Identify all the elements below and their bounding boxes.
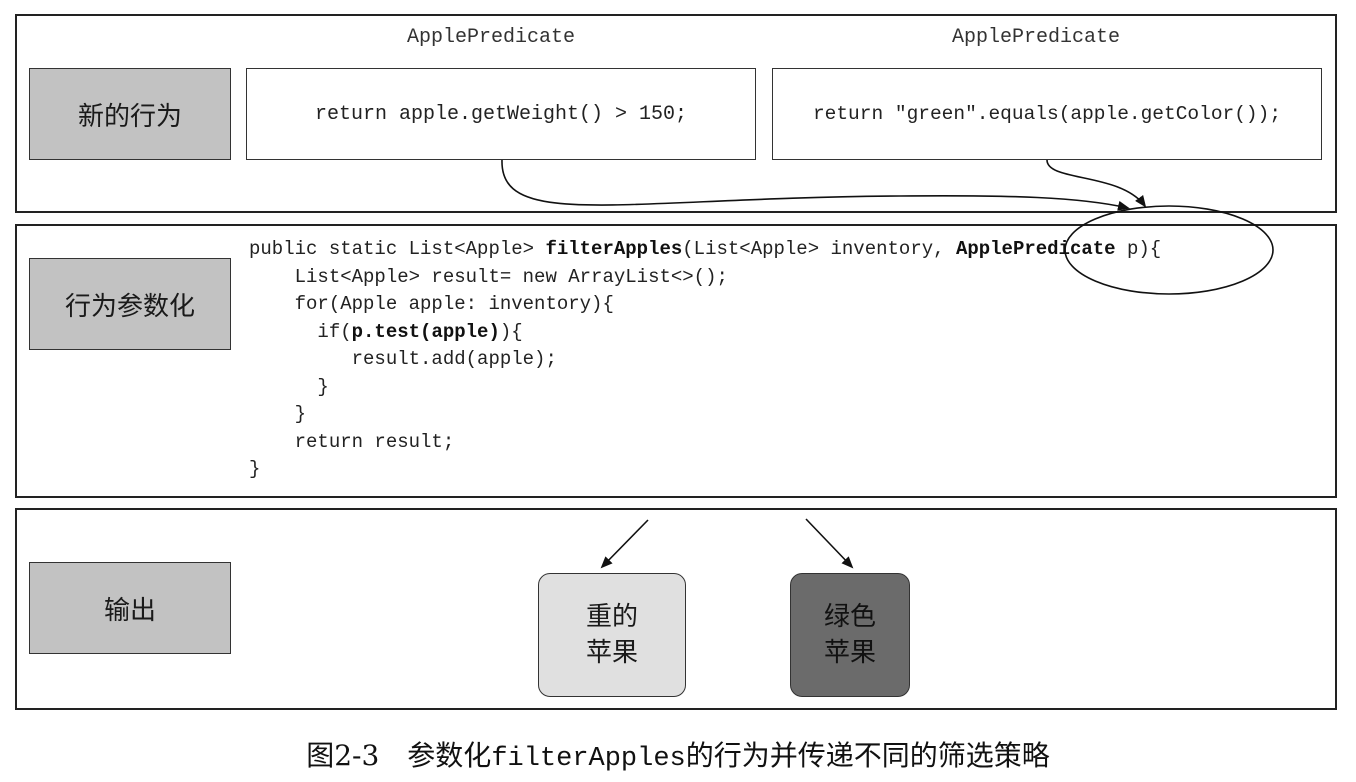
- green-apples-line2: 苹果: [823, 638, 876, 668]
- parameterization-label: 行为参数化: [29, 258, 231, 350]
- green-apples-line1: 绿色: [823, 602, 876, 632]
- code-line-2: List<Apple> result= new ArrayList<>();: [249, 265, 728, 288]
- heavy-apples-line2: 苹果: [585, 638, 638, 668]
- code-line-3: for(Apple apple: inventory){: [249, 293, 614, 315]
- code-line-8: return result;: [249, 430, 455, 453]
- code-line-7: }: [249, 403, 307, 425]
- code-line-6: }: [249, 375, 329, 398]
- heavy-apples-box: 重的 苹果: [538, 573, 686, 697]
- filter-apples-method: filterApples: [545, 238, 683, 260]
- filter-apples-code: public static List<Apple> filterApples(L…: [249, 236, 1161, 484]
- code-line-4: if(p.test(apple)){: [249, 320, 523, 343]
- weight-predicate-box: return apple.getWeight() > 150;: [246, 68, 756, 160]
- color-predicate-box: return "green".equals(apple.getColor());: [772, 68, 1322, 160]
- predicate-title-2: ApplePredicate: [952, 26, 1121, 49]
- heavy-apples-line1: 重的: [585, 602, 638, 632]
- new-behavior-label: 新的行为: [29, 68, 231, 160]
- code-line-9: }: [249, 458, 261, 480]
- figure-caption: 图2-3 参数化filterApples的行为并传递不同的筛选策略: [306, 739, 1050, 774]
- green-apples-box: 绿色 苹果: [790, 573, 910, 697]
- apple-predicate-param: ApplePredicate: [955, 238, 1116, 260]
- code-line-1: public static List<Apple> filterApples(L…: [249, 238, 1162, 260]
- predicate-test-call: p.test(apple): [351, 320, 500, 343]
- code-line-5: result.add(apple);: [249, 348, 557, 370]
- output-label: 输出: [29, 562, 231, 654]
- predicate-title-1: ApplePredicate: [407, 26, 576, 49]
- caption-code: filterApples: [491, 744, 686, 774]
